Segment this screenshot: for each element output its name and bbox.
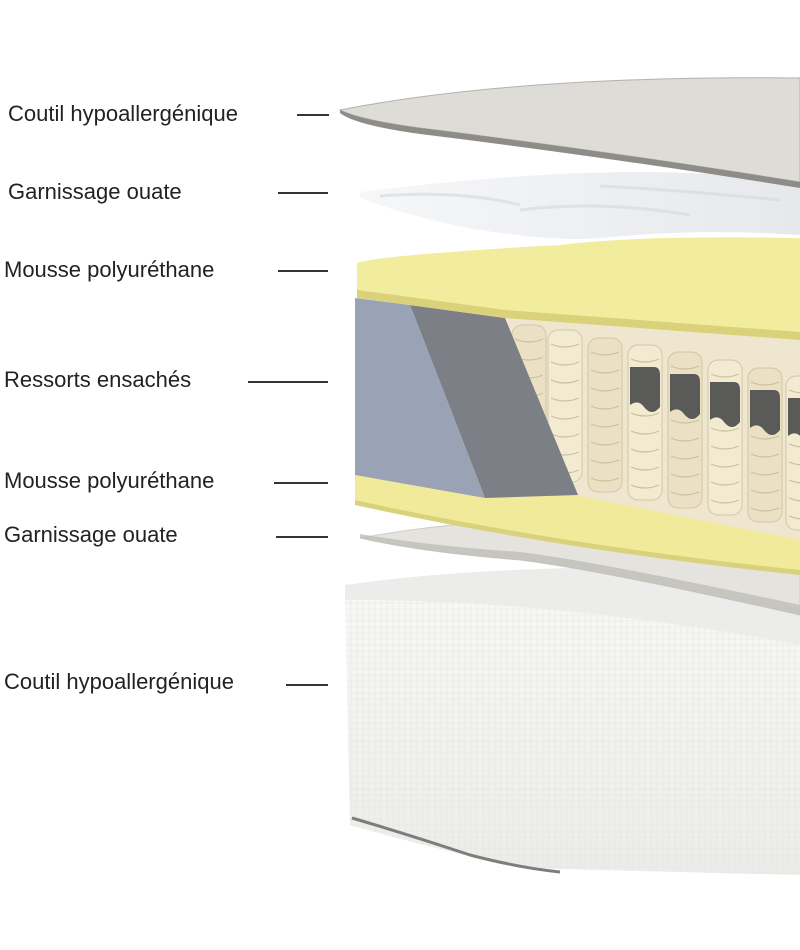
spring-shadow <box>788 398 800 436</box>
leader-top-foam <box>278 270 328 272</box>
label-top-foam: Mousse polyuréthane <box>4 257 215 282</box>
spring-coil <box>788 461 800 466</box>
spring-coil <box>710 481 740 486</box>
spring-coil <box>630 484 660 489</box>
bottom-ticking-layer <box>345 567 800 875</box>
spring-pocket <box>587 337 623 493</box>
spring-coil <box>590 441 620 446</box>
bottom-padding-shadow <box>360 534 800 615</box>
spring-coil <box>710 445 740 450</box>
spring-coil <box>630 412 660 417</box>
bottom-ticking-edge <box>351 816 561 874</box>
leader-bottom-ticking <box>286 684 328 686</box>
top-ticking-edge <box>340 110 800 188</box>
pocket-springs-layer <box>355 298 800 540</box>
spring-shadow <box>670 374 700 419</box>
leader-top-ticking <box>297 114 329 116</box>
bottom-foam-edge <box>355 500 800 575</box>
spring-coil <box>514 338 544 343</box>
leader-bottom-padding <box>276 536 328 538</box>
spring-coil <box>550 361 580 366</box>
spring-coil <box>750 453 780 458</box>
spring-coil <box>670 437 700 442</box>
label-bottom-foam: Mousse polyuréthane <box>4 468 215 493</box>
spring-coil <box>590 405 620 410</box>
spring-coil <box>750 507 780 512</box>
spring-coil <box>590 459 620 464</box>
spring-coil <box>590 423 620 428</box>
top-padding-texture <box>379 184 781 217</box>
spring-shadow <box>750 390 780 435</box>
spring-coil <box>550 433 580 438</box>
spring-coil <box>788 443 800 448</box>
spring-coil <box>710 427 740 432</box>
spring-coil <box>590 351 620 356</box>
label-top-padding: Garnissage ouate <box>8 179 182 204</box>
top-foam-layer <box>357 237 800 340</box>
spring-coil <box>710 463 740 468</box>
spring-coil <box>670 365 700 370</box>
spring-coil <box>788 515 800 520</box>
spring-coil <box>630 466 660 471</box>
spring-coil <box>590 369 620 374</box>
top-foam-edge <box>357 290 800 340</box>
label-pocket-springs: Ressorts ensachés <box>4 367 192 392</box>
spring-coil <box>788 479 800 484</box>
spring-coil <box>550 397 580 402</box>
spring-shadow <box>630 367 660 412</box>
spring-coil <box>590 477 620 482</box>
spring-coil <box>670 473 700 478</box>
side-panel <box>355 298 485 498</box>
spring-coil <box>550 343 580 348</box>
spring-coil <box>750 489 780 494</box>
bottom-foam-layer <box>355 470 800 570</box>
spring-coil <box>670 419 700 424</box>
leader-pocket-springs <box>248 381 328 383</box>
label-bottom-padding: Garnissage ouate <box>4 522 178 547</box>
spring-coil <box>750 471 780 476</box>
leader-top-padding <box>278 192 328 194</box>
spring-coil <box>788 389 800 394</box>
spring-coil <box>750 435 780 440</box>
label-top-ticking: Coutil hypoallergénique <box>8 101 238 126</box>
spring-coil <box>550 415 580 420</box>
leader-bottom-foam <box>274 482 328 484</box>
spring-coil <box>630 358 660 363</box>
spring-coil <box>710 373 740 378</box>
spring-coil <box>550 379 580 384</box>
side-panel-shadow <box>410 305 578 498</box>
spring-coil <box>750 381 780 386</box>
spring-coil <box>670 455 700 460</box>
spring-coil <box>630 430 660 435</box>
spring-coil <box>788 497 800 502</box>
spring-coil <box>670 491 700 496</box>
spring-coil <box>710 499 740 504</box>
bottom-ticking-weave <box>345 600 800 875</box>
label-bottom-ticking: Coutil hypoallergénique <box>4 669 234 694</box>
spring-coil <box>590 387 620 392</box>
spring-coil <box>630 448 660 453</box>
spring-shadow <box>710 382 740 427</box>
